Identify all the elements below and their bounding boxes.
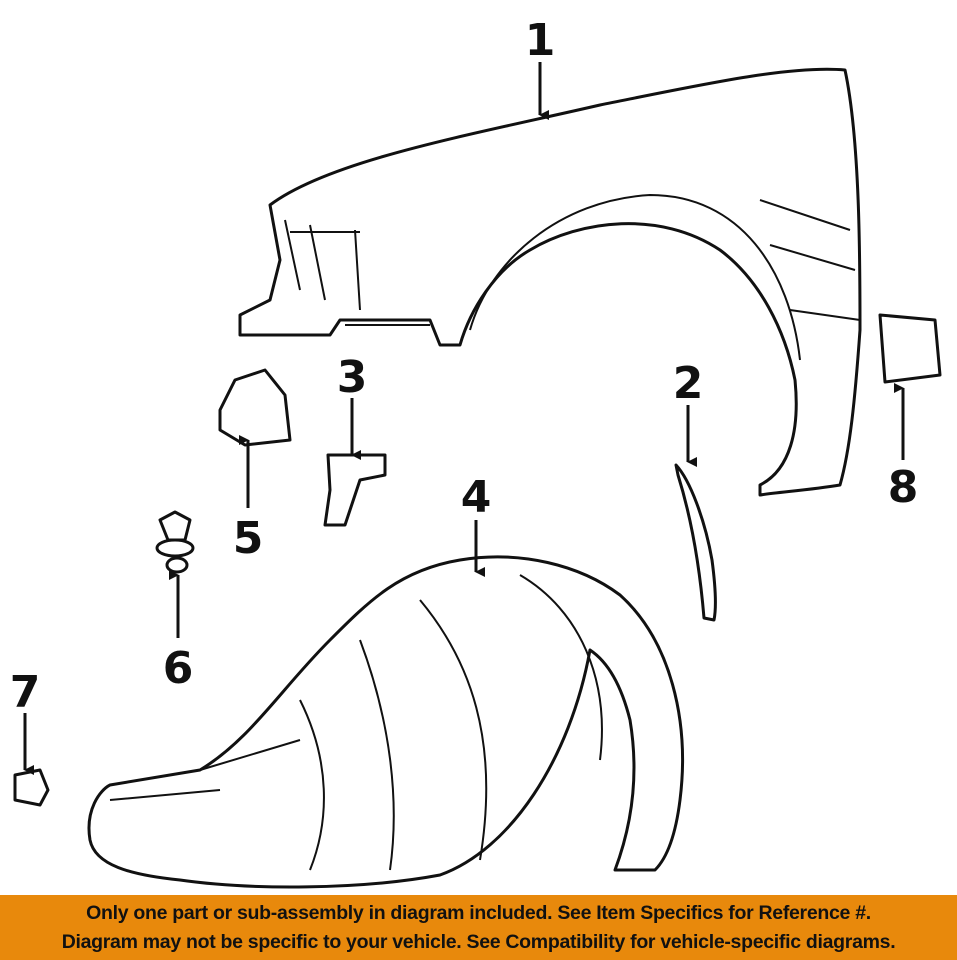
callout-8: 8 <box>888 462 919 513</box>
callout-3: 3 <box>337 352 368 403</box>
callout-4: 4 <box>461 472 492 523</box>
callout-6: 6 <box>163 643 194 694</box>
callout-2: 2 <box>673 358 704 409</box>
callout-5: 5 <box>233 513 264 564</box>
callout-7: 7 <box>10 667 41 718</box>
bracket-part <box>323 453 387 527</box>
callout-1: 1 <box>525 15 556 66</box>
fender-liner-part <box>87 555 684 889</box>
mount-bracket-part <box>218 368 292 447</box>
disclaimer-banner: Only one part or sub-assembly in diagram… <box>0 895 957 960</box>
fender-molding-part <box>674 463 717 622</box>
leader-arrows <box>23 62 905 775</box>
retainer-part <box>13 768 50 807</box>
disclaimer-line-1: Only one part or sub-assembly in diagram… <box>86 902 871 924</box>
diagram-drawing: 1 2 3 4 5 6 7 8 <box>10 15 942 889</box>
disclaimer-line-2: Diagram may not be specific to your vehi… <box>61 931 896 953</box>
mud-flap-part <box>878 313 942 384</box>
clip-part <box>155 510 195 574</box>
fender-part <box>238 67 862 497</box>
